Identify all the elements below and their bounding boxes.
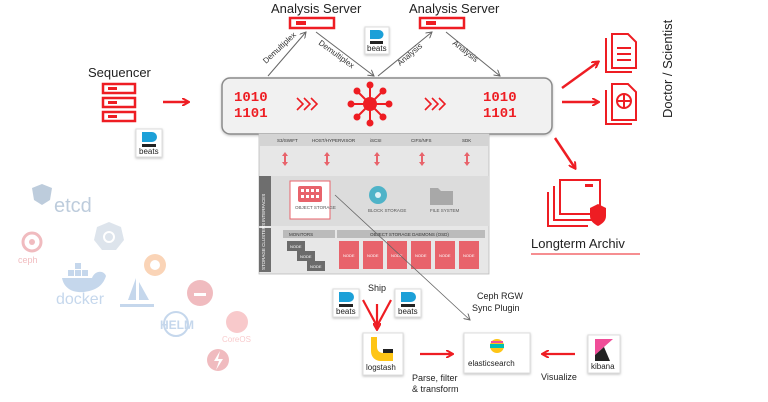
beats-badge-top: beats [364, 26, 390, 55]
osd-node [411, 241, 431, 269]
logstash-badge: logstash [362, 332, 404, 376]
svg-text:NODE: NODE [300, 254, 312, 259]
osd-node-label: NODE [391, 253, 403, 258]
analysis-server-1-icon [288, 16, 336, 30]
etcd-logo: etcd [32, 184, 92, 217]
osd-label: OBJECT STORAGE DAEMONS (OSD) [370, 232, 449, 237]
analysis-label-1: Analysis [396, 41, 425, 67]
analysis-server-2-icon [418, 16, 466, 30]
helm-text: HELM [160, 318, 194, 332]
longterm-archive-label: Longterm Archiv [531, 236, 625, 251]
analysis-server-1-label: Analysis Server [271, 1, 362, 16]
doctor-scientist-label: Doctor / Scientist [660, 19, 675, 118]
arrow-to-reports [561, 62, 598, 90]
beats-badge-sequencer: beats [135, 128, 163, 158]
chevron-arrows-1 [296, 97, 319, 111]
svg-text:beats: beats [336, 307, 356, 316]
document-icon [605, 33, 637, 73]
osd-node-label: NODE [367, 253, 379, 258]
file-system-icon: FILE SYSTEM [430, 188, 460, 213]
osd-node [363, 241, 383, 269]
svg-text:NODE: NODE [310, 264, 322, 269]
osd-node [435, 241, 455, 269]
elasticsearch-badge: elasticsearch [463, 332, 531, 374]
sync-plugin-label: Sync Plugin [472, 303, 520, 313]
prometheus-logo [187, 280, 213, 306]
interface-arrows [282, 152, 470, 166]
protocol-label: SDK [462, 138, 471, 143]
arrow-to-archive [553, 137, 575, 168]
coreos-logo: CoreOS [222, 311, 251, 344]
osd-node-label: NODE [343, 253, 355, 258]
chevron-arrows-2 [424, 97, 447, 111]
monitor-nodes: NODE NODE NODE [287, 241, 325, 271]
docker-logo: docker [56, 263, 106, 308]
protocol-label: S3/SWIFT [277, 138, 298, 143]
demultiplex-label-2: Demultiplex [317, 38, 356, 70]
helm-logo: HELM [160, 311, 194, 337]
storage-clusters-side-label: STORAGE CLUSTERS [261, 223, 266, 270]
svg-text:logstash: logstash [366, 363, 396, 372]
interfaces-side-label: INTERFACES [261, 194, 266, 222]
sequencer-server-icon [101, 82, 137, 123]
osd-node-label: NODE [415, 253, 427, 258]
kibana-badge: kibana [587, 334, 621, 374]
svg-text:beats: beats [398, 307, 418, 316]
monitors-label: MONITORS [289, 232, 313, 237]
ceph-text: ceph [18, 255, 38, 265]
ceph-sync-arrow [334, 194, 470, 320]
faded-logos: etcd ceph docker [18, 184, 251, 371]
beats-badge-right: beats [394, 288, 422, 318]
lightning-logo [207, 349, 229, 371]
protocol-row: S3/SWIFT HOST/HYPERVISOR iSCSI CIFS/NFS SDK [277, 138, 471, 143]
analysis-label-2: Analysis [451, 38, 480, 63]
analysis-server-2-label: Analysis Server [409, 1, 500, 16]
osd-node [459, 241, 479, 269]
beats-badge-left: beats [332, 288, 360, 318]
svg-text:BLOCK STORAGE: BLOCK STORAGE [368, 208, 406, 213]
parse-label-2: & transform [412, 384, 459, 394]
osd-node [339, 241, 359, 269]
parse-label-1: Parse, filter [412, 373, 458, 383]
svg-text:beats: beats [367, 44, 387, 53]
ceph-logo: ceph [18, 231, 43, 265]
beats-label: beats [139, 147, 159, 156]
svg-text:FILE SYSTEM: FILE SYSTEM [430, 208, 460, 213]
sequencer-label: Sequencer [88, 65, 152, 80]
svg-text:NODE: NODE [290, 244, 302, 249]
sail-logo [120, 278, 154, 307]
visualize-label: Visualize [541, 372, 577, 382]
grafana-logo [144, 254, 166, 276]
object-storage-icon: OBJECT STORAGE [289, 180, 336, 220]
docker-text: docker [56, 291, 105, 308]
svg-text:elasticsearch: elasticsearch [468, 359, 515, 368]
web-report-icon [605, 83, 637, 125]
kubernetes-logo [94, 222, 124, 250]
ship-label: Ship [368, 283, 386, 293]
hub-network-icon [347, 81, 393, 127]
coreos-text: CoreOS [222, 335, 251, 344]
protocol-label: CIFS/NFS [411, 138, 432, 143]
osd-nodes: NODE NODE NODE NODE NODE NODE [339, 241, 479, 269]
etcd-text: etcd [54, 195, 92, 217]
svg-text:kibana: kibana [591, 362, 615, 371]
svg-text:OBJECT STORAGE: OBJECT STORAGE [295, 205, 336, 210]
demultiplex-arrows [267, 32, 500, 76]
osd-node-label: NODE [439, 253, 451, 258]
osd-node-label: NODE [463, 253, 475, 258]
protocol-label: iSCSI [370, 138, 382, 143]
protocol-label: HOST/HYPERVISOR [312, 138, 356, 143]
ceph-rgw-label: Ceph RGW [477, 291, 524, 301]
archive-icon [547, 179, 606, 227]
block-storage-icon: BLOCK STORAGE [368, 186, 406, 213]
